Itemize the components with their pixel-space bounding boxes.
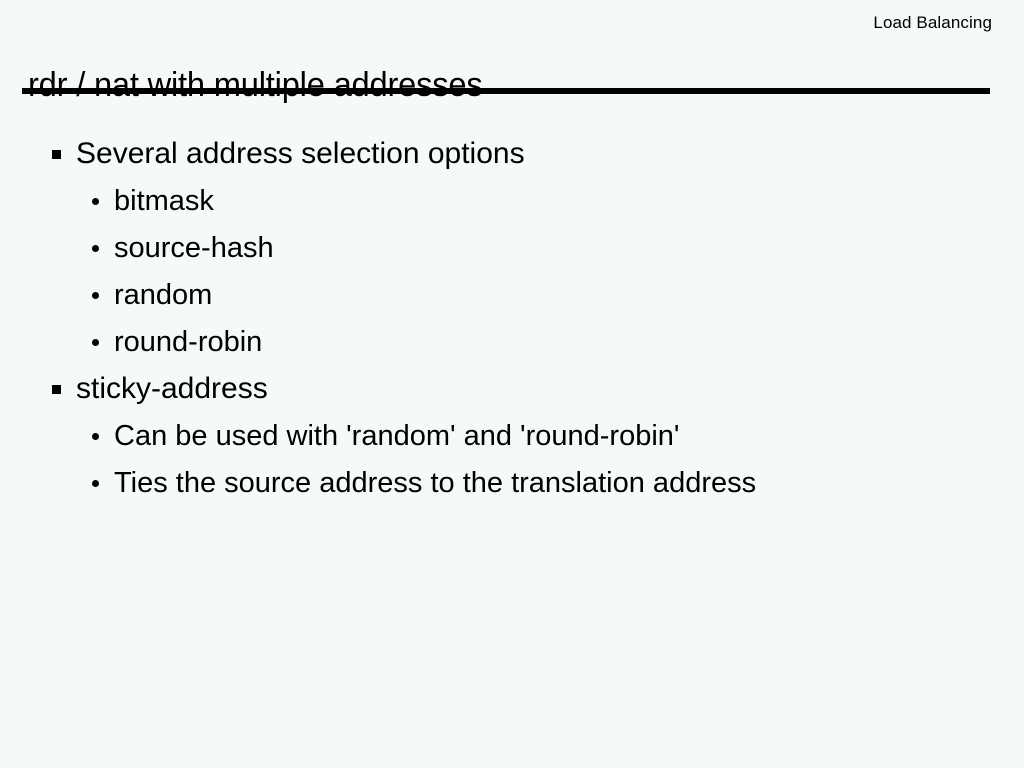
list-item-label: bitmask (114, 185, 214, 217)
list-item: sticky-address (0, 369, 1024, 416)
list-item-label: sticky-address (76, 372, 268, 405)
bullet-dot-icon (92, 480, 99, 487)
list-item: source-hash (0, 228, 1024, 275)
list-item: Ties the source address to the translati… (0, 463, 1024, 510)
bullet-square-icon (52, 150, 61, 159)
list-item-label: Can be used with 'random' and 'round-rob… (114, 420, 680, 452)
list-item-label: source-hash (114, 232, 274, 264)
bullet-dot-icon (92, 339, 99, 346)
title-divider (22, 88, 990, 94)
list-item: random (0, 275, 1024, 322)
list-item-label: round-robin (114, 326, 263, 358)
bullet-list: Several address selection options bitmas… (0, 134, 1024, 510)
bullet-square-icon (52, 385, 61, 394)
list-item-label: Several address selection options (76, 137, 525, 170)
list-item: round-robin (0, 322, 1024, 369)
slide-kicker: Load Balancing (873, 13, 992, 32)
page-title: rdr / nat with multiple addresses (28, 65, 483, 104)
list-item: bitmask (0, 181, 1024, 228)
list-item: Several address selection options (0, 134, 1024, 181)
bullet-dot-icon (92, 292, 99, 299)
bullet-dot-icon (92, 198, 99, 205)
bullet-dot-icon (92, 433, 99, 440)
bullet-dot-icon (92, 245, 99, 252)
list-item-label: random (114, 279, 213, 311)
list-item-label: Ties the source address to the translati… (114, 467, 757, 499)
list-item: Can be used with 'random' and 'round-rob… (0, 416, 1024, 463)
